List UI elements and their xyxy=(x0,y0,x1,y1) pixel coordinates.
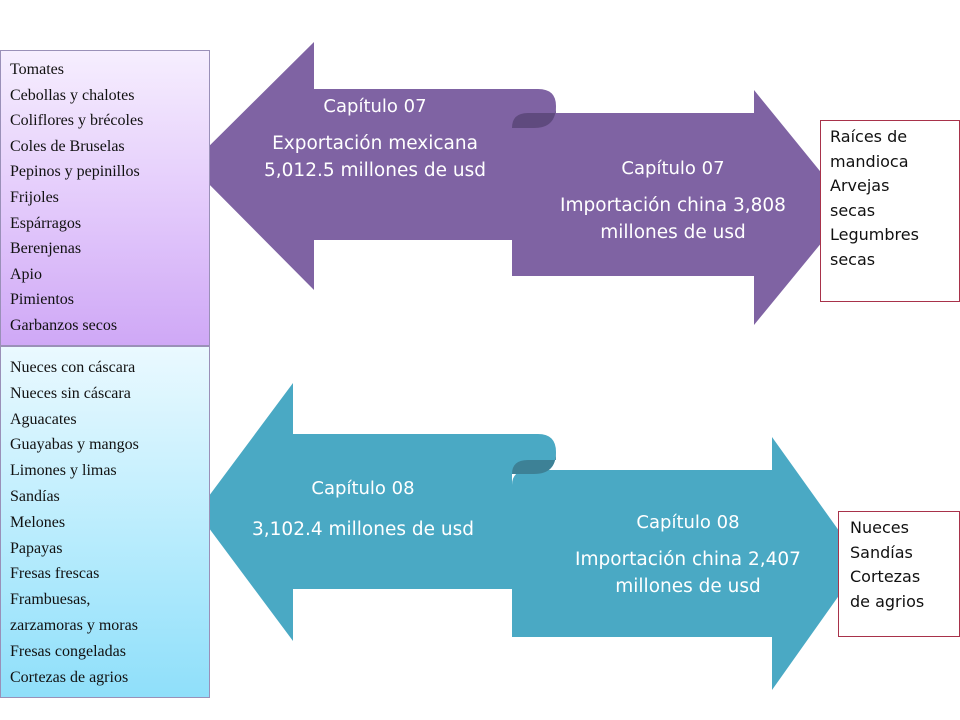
list-item: Papayas xyxy=(10,539,63,557)
list-item: Pepinos y pepinillos xyxy=(10,163,140,181)
list-item: Melones xyxy=(10,513,66,531)
chapter-07-import-products-box: Raíces de mandioca Arvejas secas Legumbr… xyxy=(820,120,960,302)
list-item: Nueces con cáscara xyxy=(10,359,136,376)
list-item: Cortezas de agrios xyxy=(10,668,129,686)
chapter-08-export-text: Capítulo 08 3,102.4 millones de usd xyxy=(228,478,498,543)
chapter-08-fold xyxy=(512,452,556,474)
list-item: secas xyxy=(830,249,876,269)
list-item: Aguacates xyxy=(10,410,77,428)
chapter-08-import-arrow xyxy=(512,437,862,690)
list-item: Limones y limas xyxy=(10,462,117,480)
list-item: Cortezas xyxy=(850,567,921,586)
list-item: secas xyxy=(830,200,876,220)
list-item: Legumbres xyxy=(830,225,919,244)
list-item: Nueces xyxy=(850,518,909,537)
list-item: mandioca xyxy=(830,151,909,171)
list-item: Raíces de xyxy=(830,127,908,146)
list-item: Coles de Bruselas xyxy=(10,137,125,155)
chapter-07-import-value: Importación china 3,808 millones de usd xyxy=(560,195,786,243)
list-item: Arvejas xyxy=(830,176,890,195)
list-item: Fresas congeladas xyxy=(10,642,126,660)
chapter-08-import-products-box: Nueces Sandías Cortezas de agrios xyxy=(838,511,960,637)
chapter-08-export-arrow xyxy=(197,383,556,641)
chapter-08-export-value: 3,102.4 millones de usd xyxy=(252,519,474,540)
list-item: Berenjenas xyxy=(10,240,82,258)
chapter-07-export-text: Capítulo 07 Exportación mexicana 5,012.5… xyxy=(253,96,497,184)
chapter-08-import-value: Importación china 2,407 millones de usd xyxy=(575,549,801,597)
chapter-07-import-arrow xyxy=(512,90,850,325)
list-item: Frambuesas, xyxy=(10,591,91,609)
chapter-07-import-text: Capítulo 07 Importación china 3,808 mill… xyxy=(528,158,818,246)
list-item: Espárragos xyxy=(10,214,82,232)
chapter-07-export-chapter: Capítulo 07 xyxy=(323,96,427,117)
list-item: Pimientos xyxy=(10,291,75,309)
list-item: Frijoles xyxy=(10,188,59,206)
list-item: Coliflores y brécoles xyxy=(10,112,144,130)
chapter-08-export-chapter: Capítulo 08 xyxy=(311,478,415,499)
list-item: Cebollas y chalotes xyxy=(10,86,135,104)
list-item: Garbanzos secos xyxy=(10,316,118,334)
chapter-08-import-text: Capítulo 08 Importación china 2,407 mill… xyxy=(540,512,836,600)
chapter-07-export-value: Exportación mexicana 5,012.5 millones de… xyxy=(264,133,486,181)
chapter-08-export-products-box: Nueces con cáscara Nueces sin cáscara Ag… xyxy=(0,346,210,698)
list-item: Apio xyxy=(10,265,42,283)
list-item: Guayabas y mangos xyxy=(10,436,139,454)
list-item: Tomates xyxy=(10,61,64,78)
list-item: Nueces sin cáscara xyxy=(10,384,131,402)
chapter-07-export-products-box: Tomates Cebollas y chalotes Coliflores y… xyxy=(0,50,210,346)
list-item: Sandías xyxy=(850,542,913,562)
list-item: Fresas frescas xyxy=(10,565,100,583)
list-item: zarzamoras y moras xyxy=(10,616,138,634)
chapter-07-import-chapter: Capítulo 07 xyxy=(621,158,725,179)
list-item: de agrios xyxy=(850,591,925,611)
chapter-08-import-chapter: Capítulo 08 xyxy=(636,512,740,533)
list-item: Sandías xyxy=(10,487,60,505)
chapter-07-fold xyxy=(512,106,556,128)
chapter-07-export-arrow xyxy=(190,42,556,290)
